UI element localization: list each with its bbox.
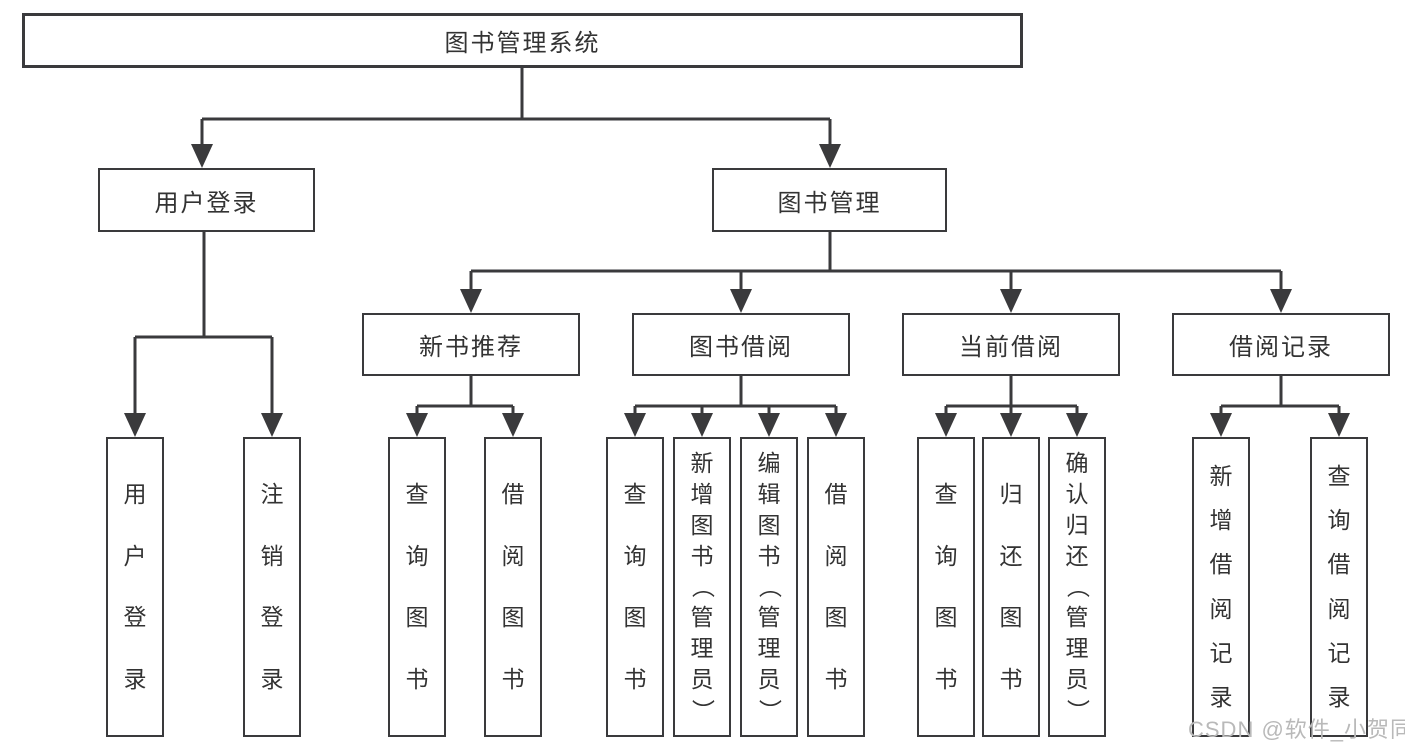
leaf-confirm-return-admin: 确认归还（管理员） bbox=[1048, 437, 1106, 737]
leaf-query-books: 查询图书 bbox=[388, 437, 446, 737]
node-new-book-recommendation: 新书推荐 bbox=[362, 313, 580, 376]
node-label-vertical: 查询图书 bbox=[405, 480, 429, 693]
node-label-vertical: 注销登录 bbox=[260, 480, 284, 693]
arrowhead bbox=[758, 413, 780, 437]
arrowhead bbox=[261, 413, 283, 437]
leaf-user-login: 用户登录 bbox=[106, 437, 164, 737]
node-label: 图书管理 bbox=[777, 189, 882, 217]
arrowhead bbox=[406, 413, 428, 437]
leaf-logout: 注销登录 bbox=[243, 437, 301, 737]
leaf-query-books: 查询图书 bbox=[606, 437, 664, 737]
arrowhead bbox=[1066, 413, 1088, 437]
arrowhead bbox=[1000, 289, 1022, 313]
node-label: 图书借阅 bbox=[689, 334, 793, 361]
connector-borrow-record-children bbox=[1219, 376, 1341, 414]
node-label: 图书管理系统 bbox=[444, 30, 601, 57]
leaf-borrow-books: 借阅图书 bbox=[807, 437, 865, 737]
arrowhead bbox=[730, 289, 752, 313]
arrowhead bbox=[825, 413, 847, 437]
arrowhead bbox=[1000, 413, 1022, 437]
node-label: 借阅记录 bbox=[1229, 334, 1333, 361]
node-label-vertical: 确认归还（管理员） bbox=[1064, 449, 1091, 723]
csdn-watermark: CSDN @软件_小贺同学 bbox=[1188, 717, 1405, 742]
arrowhead bbox=[502, 413, 524, 437]
arrowhead bbox=[819, 144, 841, 168]
node-label-vertical: 借阅图书 bbox=[501, 480, 525, 693]
arrowhead bbox=[191, 144, 213, 168]
node-label: 用户登录 bbox=[154, 189, 259, 217]
leaf-add-books-admin: 新增图书（管理员） bbox=[673, 437, 731, 737]
node-label-vertical: 编辑图书（管理员） bbox=[756, 449, 783, 723]
arrowhead bbox=[460, 289, 482, 313]
leaf-add-borrow-record: 新增借阅记录 bbox=[1192, 437, 1250, 737]
arrowhead bbox=[935, 413, 957, 437]
node-label: 新书推荐 bbox=[419, 334, 523, 361]
node-label-vertical: 新增图书（管理员） bbox=[689, 449, 716, 723]
arrowhead bbox=[124, 413, 146, 437]
node-library-management-system: 图书管理系统 bbox=[22, 13, 1023, 68]
node-label-vertical: 查询图书 bbox=[934, 480, 958, 693]
connector-book-borrow-children bbox=[633, 376, 838, 414]
connector-root-to-level2 bbox=[200, 68, 832, 145]
connector-new-book-children bbox=[415, 376, 515, 414]
connector-current-borrow-children bbox=[944, 376, 1079, 414]
leaf-query-books: 查询图书 bbox=[917, 437, 975, 737]
arrowhead bbox=[1270, 289, 1292, 313]
arrowhead bbox=[1210, 413, 1232, 437]
node-label-vertical: 新增借阅记录 bbox=[1209, 463, 1233, 710]
leaf-query-borrow-record: 查询借阅记录 bbox=[1310, 437, 1368, 737]
leaf-edit-books-admin: 编辑图书（管理员） bbox=[740, 437, 798, 737]
connector-book-management-modules bbox=[469, 232, 1283, 290]
node-label-vertical: 查询借阅记录 bbox=[1327, 463, 1351, 710]
node-label-vertical: 用户登录 bbox=[123, 480, 147, 693]
connector-user-login-children bbox=[133, 232, 274, 414]
leaf-return-books: 归还图书 bbox=[982, 437, 1040, 737]
leaf-borrow-books: 借阅图书 bbox=[484, 437, 542, 737]
node-current-borrowing: 当前借阅 bbox=[902, 313, 1120, 376]
node-book-borrowing: 图书借阅 bbox=[632, 313, 850, 376]
arrowhead bbox=[1328, 413, 1350, 437]
node-label-vertical: 借阅图书 bbox=[824, 480, 848, 693]
node-label-vertical: 归还图书 bbox=[999, 480, 1023, 693]
node-book-management: 图书管理 bbox=[712, 168, 947, 232]
arrowhead bbox=[624, 413, 646, 437]
node-label-vertical: 查询图书 bbox=[623, 480, 647, 693]
node-user-login: 用户登录 bbox=[98, 168, 315, 232]
arrowhead bbox=[691, 413, 713, 437]
node-label: 当前借阅 bbox=[959, 334, 1063, 361]
node-borrowing-records: 借阅记录 bbox=[1172, 313, 1390, 376]
